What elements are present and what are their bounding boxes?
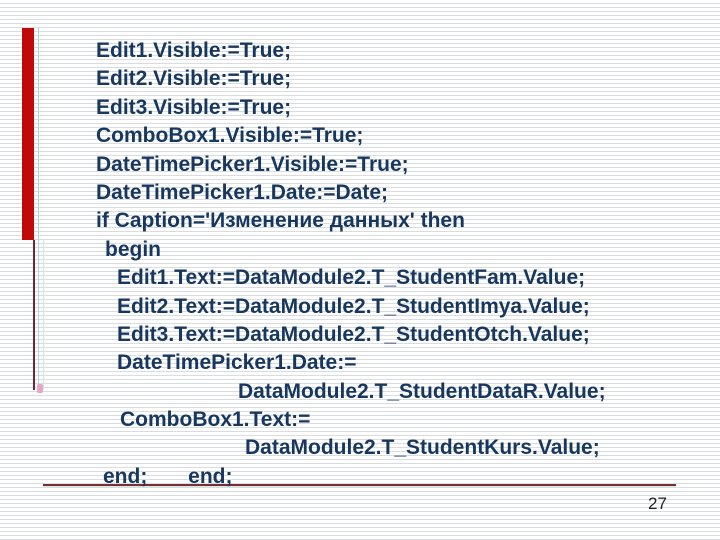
code-line: Edit1.Text:=DataModule2.T_StudentFam.Val…	[117, 266, 586, 290]
code-line: begin	[105, 237, 161, 261]
code-line: Edit1.Visible:=True;	[96, 39, 292, 62]
code-line: DateTimePicker1.Visible:=True;	[96, 152, 409, 176]
code-line: end; end;	[103, 464, 233, 488]
code-line: Edit3.Text:=DataModule2.T_StudentOtch.Va…	[117, 322, 590, 346]
code-line: Edit2.Visible:=True;	[96, 67, 292, 91]
code-line: DataModule2.T_StudentKurs.Value;	[245, 436, 600, 460]
code-line: ComboBox1.Visible:=True;	[96, 124, 364, 148]
decoration-vertical-line-maroon	[33, 240, 35, 390]
code-line: if Caption='Изменение данных' then	[96, 209, 465, 233]
code-line: Edit2.Text:=DataModule2.T_StudentImya.Va…	[117, 294, 590, 318]
code-line: Edit3.Visible:=True;	[96, 95, 292, 119]
decoration-vertical-line-green	[43, 240, 44, 390]
page-number: 27	[648, 494, 667, 513]
code-line: DataModule2.T_StudentDataR.Value;	[238, 379, 606, 403]
code-block: Edit1.Visible:=True; Edit2.Visible:=True…	[0, 37, 720, 491]
decoration-vertical-line-blue	[38, 28, 39, 390]
horizontal-rule	[43, 483, 676, 487]
code-line: ComboBox1.Text:=	[120, 408, 311, 432]
code-line: DateTimePicker1.Date:=	[117, 351, 357, 375]
decoration-dot	[37, 384, 43, 393]
code-line: DateTimePicker1.Date:=Date;	[96, 180, 389, 204]
red-accent-bar	[22, 28, 34, 240]
